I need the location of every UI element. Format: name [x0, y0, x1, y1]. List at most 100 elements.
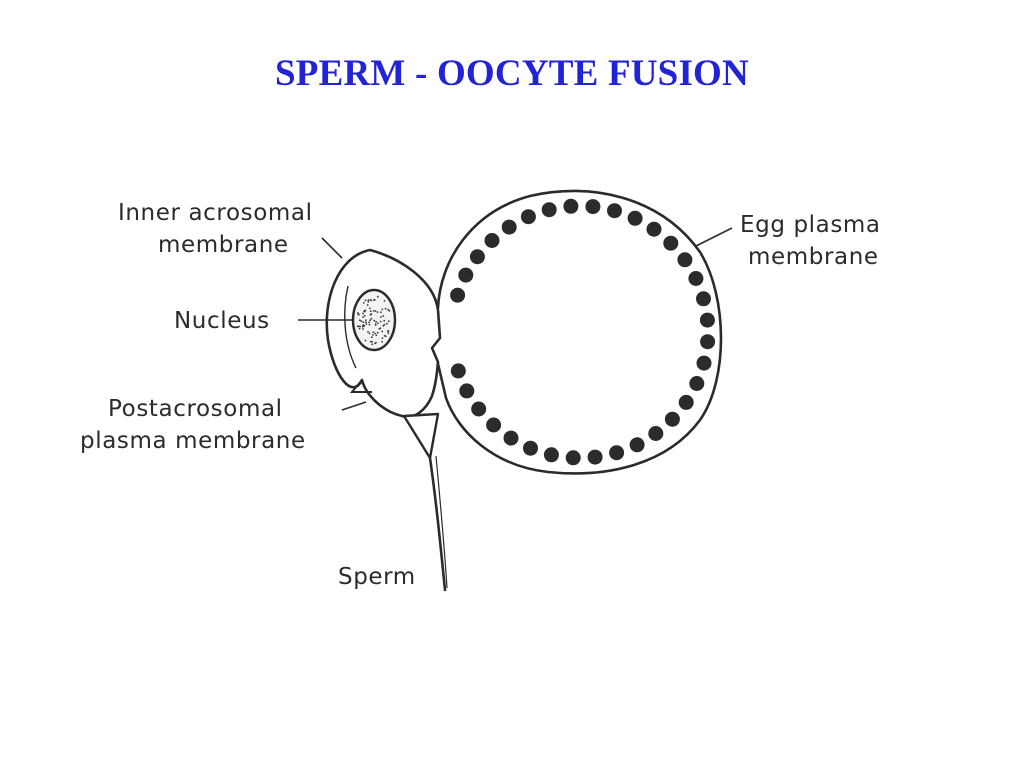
nucleus-speck: [356, 312, 359, 314]
nucleus-speck: [364, 319, 367, 321]
nucleus-speck: [381, 308, 384, 311]
label-postacrosomal-line2: plasma membrane: [80, 428, 306, 454]
nucleus-speck: [371, 340, 373, 343]
nucleus-speck: [362, 312, 364, 315]
nucleus-speck: [372, 331, 375, 333]
nucleus-speck: [373, 319, 376, 322]
nucleus-speck: [384, 307, 387, 310]
nucleus-speck: [369, 310, 372, 313]
nucleus-speck: [372, 299, 375, 301]
nucleus-speck: [375, 320, 377, 323]
nucleus-speck: [370, 299, 373, 302]
nucleus-speck: [356, 325, 359, 328]
cortical-granule: [664, 411, 680, 427]
nucleus-speck: [387, 308, 389, 311]
cortical-granule: [486, 417, 502, 433]
cortical-granule: [607, 203, 622, 219]
cortical-granule: [543, 447, 559, 463]
cortical-granule: [678, 394, 694, 410]
cortical-granule: [609, 445, 625, 461]
cortical-granule: [677, 252, 693, 268]
oocyte: [435, 189, 723, 475]
nucleus-speck: [367, 300, 370, 303]
nucleus-speck: [378, 328, 381, 330]
nucleus-speck: [379, 320, 382, 323]
label-inner-acrosomal-line1: Inner acrosomal: [118, 200, 313, 226]
cortical-granule: [520, 209, 536, 225]
nucleus-speck: [362, 328, 364, 330]
nucleus-speck: [371, 343, 374, 346]
nucleus-stipple: [356, 295, 391, 346]
nucleus-speck: [363, 310, 365, 312]
nucleus-speck: [359, 325, 361, 328]
nucleus-speck: [380, 316, 382, 318]
cortical-granule: [541, 202, 557, 218]
cortical-granule: [450, 287, 466, 303]
sperm-tail-inner: [435, 455, 448, 589]
nucleus-speck: [374, 310, 377, 312]
cortical-granule: [585, 199, 601, 215]
cortical-granule: [648, 426, 664, 441]
cortical-granule: [459, 383, 475, 399]
nucleus-speck: [370, 336, 373, 339]
nucleus-speck: [387, 330, 389, 332]
nucleus-speck: [365, 323, 368, 325]
leader-lines: [298, 227, 733, 411]
egg-plasma-membrane-outline: [435, 189, 723, 475]
cortical-granule: [563, 198, 579, 214]
cortical-granule: [450, 363, 466, 379]
nucleus-speck: [383, 319, 386, 322]
nucleus-speck: [358, 319, 361, 322]
cortical-granule: [471, 401, 487, 417]
cortical-granule: [689, 376, 705, 391]
postacrosomal-flap: [349, 379, 372, 393]
nucleus-speck: [366, 304, 369, 306]
label-sperm: Sperm: [338, 564, 416, 590]
nucleus-speck: [360, 320, 363, 322]
nucleus-speck: [358, 327, 361, 330]
nucleus-speck: [382, 324, 385, 327]
nucleus-speck: [369, 319, 371, 322]
nucleus-speck: [362, 325, 364, 328]
nucleus-speck: [369, 340, 372, 343]
cortical-granule: [699, 312, 715, 328]
cortical-granule: [565, 450, 581, 466]
nucleus-speck: [365, 321, 367, 324]
nucleus-speck: [377, 322, 379, 325]
cortical-granule: [484, 233, 500, 248]
label-inner-acrosomal-line2: membrane: [158, 232, 289, 258]
nucleus-speck: [382, 315, 385, 317]
cortical-granule: [469, 249, 485, 265]
nucleus-speck: [362, 321, 365, 324]
nucleus-speck: [374, 323, 377, 326]
nucleus-speck: [381, 330, 384, 333]
nucleus-speck: [362, 302, 365, 304]
label-egg-plasma-line2: membrane: [748, 244, 879, 270]
cortical-granule: [458, 267, 474, 283]
nucleus-speck: [368, 332, 371, 335]
nucleus-speck: [364, 339, 367, 342]
cortical-granule: [523, 440, 538, 456]
slide-title: SPERM - OOCYTE FUSION: [275, 53, 749, 94]
sperm: [325, 248, 448, 592]
nucleus-speck: [376, 311, 379, 313]
nucleus-speck: [368, 323, 371, 326]
nucleus-speck: [363, 314, 366, 317]
cortical-granule: [646, 221, 662, 237]
nucleus-speck: [362, 316, 364, 318]
nucleus-speck: [368, 307, 371, 310]
nucleus-speck: [375, 334, 378, 337]
nucleus-speck: [381, 337, 384, 339]
cortical-granule: [501, 219, 517, 235]
label-postacrosomal-line1: Postacrosomal: [108, 396, 283, 422]
labels: Inner acrosomal membrane Nucleus Postacr…: [80, 200, 880, 590]
sperm-midpiece: [402, 412, 440, 460]
cortical-granule: [696, 291, 711, 307]
nucleus-speck: [387, 320, 390, 323]
nucleus-speck: [386, 322, 388, 325]
nucleus-speck: [383, 323, 386, 326]
cortical-granule: [700, 334, 716, 350]
cortical-granule: [688, 271, 704, 286]
nucleus-speck: [387, 332, 390, 335]
nucleus-speck: [367, 331, 369, 333]
